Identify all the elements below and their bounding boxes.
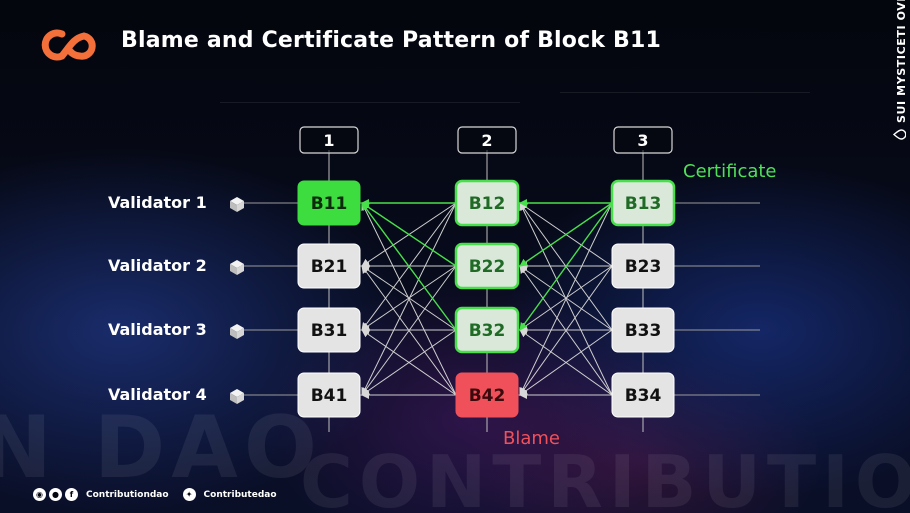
certificate-edge [361, 202, 457, 331]
column-header-label: 3 [637, 131, 648, 150]
block-b21 [297, 243, 361, 289]
contributiondao-logo-icon [41, 29, 96, 61]
block-label: B34 [625, 386, 662, 406]
cube-left [230, 201, 237, 212]
cube-icon [230, 260, 244, 275]
reference-edge [361, 265, 457, 396]
block-b32 [454, 306, 520, 354]
column-header-label: 1 [323, 131, 334, 150]
blame-label: Blame [503, 428, 560, 449]
column-headers: 1 2 3 [299, 126, 673, 154]
certificate-label: Certificate [683, 161, 777, 182]
block-b22 [454, 242, 520, 290]
cube-left [230, 328, 237, 339]
block-b12 [454, 179, 520, 227]
column-header-box [457, 126, 517, 154]
certificate-edge [519, 202, 613, 267]
validator-row-lines [240, 202, 760, 396]
block-label: B32 [469, 321, 506, 341]
cube-right [237, 201, 244, 212]
block-b33 [611, 307, 675, 353]
discord-icon[interactable]: ◉ [33, 488, 46, 501]
cube-right [237, 393, 244, 404]
block-b34 [611, 372, 675, 418]
side-label: SUI MYSTICETI OVERVIEW [892, 0, 909, 140]
reference-edge [361, 202, 457, 396]
cube-icon [230, 389, 244, 404]
reference-edges [361, 199, 613, 399]
cube-left [230, 393, 237, 404]
validator-label: Validator 2 [108, 256, 207, 275]
decor-line [560, 92, 810, 93]
block-b42 [455, 372, 519, 418]
reference-edge [361, 329, 457, 396]
watermark-text: CONTRIBUTIO [300, 440, 910, 513]
block-b13 [610, 179, 676, 227]
block-label: B42 [469, 386, 506, 406]
block-label: B22 [469, 257, 506, 277]
page-title: Blame and Certificate Pattern of Block B… [121, 28, 662, 53]
block-b41 [297, 372, 361, 418]
watermark-text: N DAO [0, 398, 323, 498]
block-label: B11 [311, 194, 348, 214]
validator-label: Validator 1 [108, 193, 207, 212]
column-header-label: 2 [481, 131, 492, 150]
reference-edge [519, 329, 613, 396]
certificate-edge [361, 202, 457, 267]
block-label: B31 [311, 321, 348, 341]
certificate-edge [519, 202, 613, 331]
footer-handle[interactable]: Contributedao [203, 489, 277, 500]
cube-icon [230, 197, 244, 212]
block-b23 [611, 243, 675, 289]
validator-labels: Validator 1 Validator 2 Validator 3 Validat… [108, 193, 244, 404]
footer-handle[interactable]: Contributiondao [86, 489, 169, 500]
cube-left [230, 264, 237, 275]
block-label: B41 [311, 386, 348, 406]
block-label: B23 [625, 257, 662, 277]
cube-icon [230, 324, 244, 339]
column-header-box [613, 126, 673, 154]
validator-label: Validator 4 [108, 385, 207, 404]
block-label: B13 [625, 194, 662, 214]
reference-edge [519, 202, 613, 396]
cube-right [237, 328, 244, 339]
cube-right [237, 264, 244, 275]
block-label: B12 [469, 194, 506, 214]
github-icon[interactable]: ● [49, 488, 62, 501]
block-label: B21 [311, 257, 348, 277]
sui-drop-icon [892, 129, 909, 140]
decor-line [220, 102, 520, 103]
footer: ◉ ● f Contributiondao ✦ Contributedao [33, 488, 291, 501]
block-label: B33 [625, 321, 662, 341]
block-b11 [297, 180, 361, 226]
column-header-box [299, 126, 359, 154]
block-b31 [297, 307, 361, 353]
facebook-icon[interactable]: f [65, 488, 78, 501]
twitter-icon[interactable]: ✦ [182, 488, 196, 501]
validator-label: Validator 3 [108, 320, 207, 339]
reference-edge [519, 265, 613, 396]
